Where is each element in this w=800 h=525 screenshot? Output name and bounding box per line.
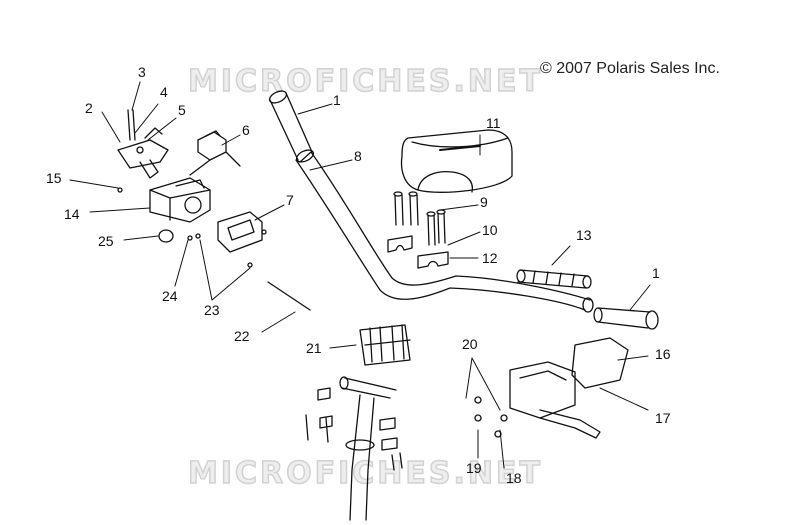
callout-11: 11 <box>486 115 501 131</box>
grip-tube-left <box>268 90 315 163</box>
switch-cover <box>217 211 267 268</box>
steering-post <box>305 376 403 521</box>
callout-1-left: 1 <box>333 92 341 108</box>
callout-22: 22 <box>234 328 250 344</box>
screw-15 <box>117 187 123 193</box>
callout-12: 12 <box>482 250 498 266</box>
callout-20: 20 <box>462 336 478 352</box>
handlebar-pad <box>400 129 513 193</box>
clamp-upper <box>387 191 449 269</box>
watermark-top: MICROFICHES.NET <box>187 63 543 100</box>
callout-2: 2 <box>85 100 93 116</box>
connector-6 <box>189 130 241 176</box>
callout-14: 14 <box>64 206 80 222</box>
callout-6: 6 <box>242 122 250 138</box>
callout-16: 16 <box>655 346 671 362</box>
screw-24 <box>187 235 193 241</box>
brake-master-cylinder <box>509 337 629 439</box>
handlebar <box>295 151 594 313</box>
switch-housing <box>149 177 211 223</box>
callout-3: 3 <box>138 64 146 80</box>
callout-4: 4 <box>160 84 168 100</box>
clamp-stack <box>359 324 411 366</box>
mount-bracket <box>117 127 169 179</box>
callout-23: 23 <box>204 302 220 318</box>
watermark-bottom: MICROFICHES.NET <box>187 455 543 492</box>
grip-tube-right <box>593 307 659 330</box>
callout-13: 13 <box>576 227 592 243</box>
callout-24: 24 <box>162 288 178 304</box>
callout-17: 17 <box>655 410 671 426</box>
callout-21: 21 <box>306 340 322 356</box>
callout-10: 10 <box>482 222 498 238</box>
callout-7: 7 <box>286 192 294 208</box>
callout-18: 18 <box>506 470 522 486</box>
copyright-notice: © 2007 Polaris Sales Inc. <box>540 60 720 77</box>
callout-25: 25 <box>98 233 114 249</box>
throttle-cable <box>267 281 311 311</box>
callout-8: 8 <box>354 148 362 164</box>
bolt-3 <box>127 109 136 141</box>
callout-15: 15 <box>46 170 62 186</box>
knob-25 <box>158 229 174 243</box>
callout-9: 9 <box>480 194 488 210</box>
leader-lines <box>69 81 651 469</box>
brake-hardware <box>474 396 508 438</box>
screw-23 <box>195 233 201 239</box>
callout-1-right: 1 <box>652 265 660 281</box>
callout-5: 5 <box>178 102 186 118</box>
callout-19: 19 <box>466 460 482 476</box>
grip-right <box>516 269 592 289</box>
